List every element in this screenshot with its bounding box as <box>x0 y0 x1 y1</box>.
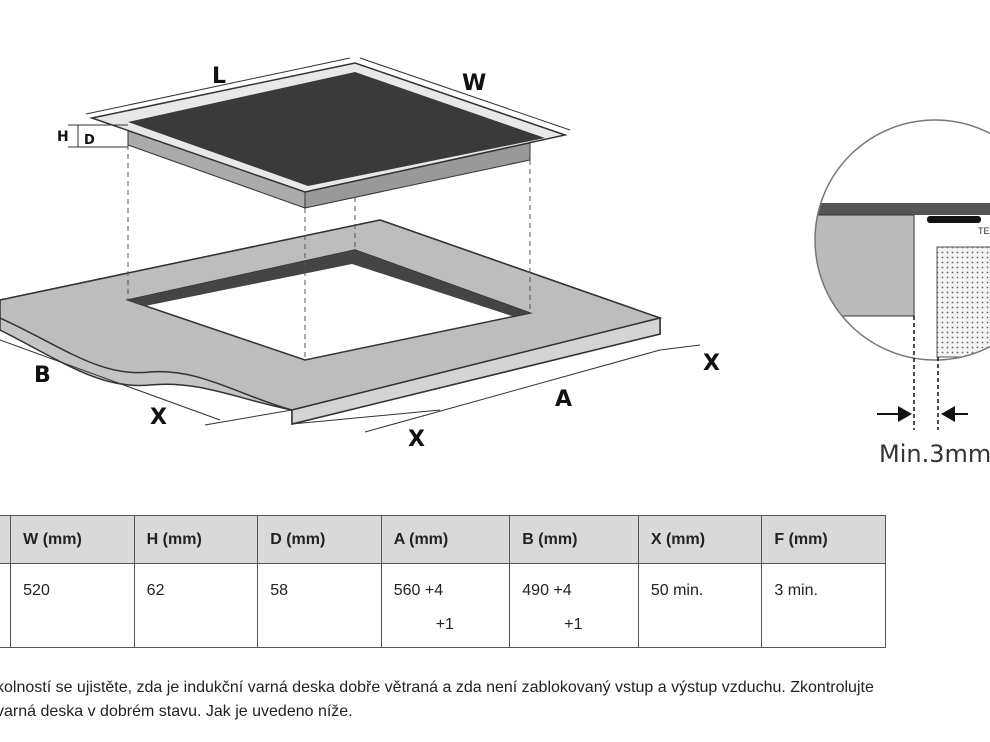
cell-X: 50 min. <box>637 563 763 648</box>
cell-B-tolerance: +1 <box>564 616 583 633</box>
dimensions-table: W (mm) H (mm) D (mm) A (mm) B (mm) X (mm… <box>0 515 886 648</box>
arrow-left-icon <box>941 406 955 422</box>
cell-W: 520 <box>10 563 135 648</box>
header-A: A (mm) <box>380 515 511 564</box>
label-L: L <box>212 64 226 89</box>
paragraph-line-2: varná deska v dobrém stavu. Jak je uvede… <box>0 703 353 720</box>
label-W: W <box>462 71 486 96</box>
header-F: F (mm) <box>761 515 886 564</box>
label-X-left: X <box>150 405 167 430</box>
cell-B-value: 490 +4 <box>522 582 572 599</box>
header-X: X (mm) <box>637 515 763 564</box>
label-X-right: X <box>703 351 720 376</box>
cell-A: 560 +4 +1 <box>380 563 511 648</box>
hob <box>89 62 568 209</box>
header-B: B (mm) <box>509 515 639 564</box>
cell-D: 58 <box>257 563 382 648</box>
cell-F: 3 min. <box>761 563 886 648</box>
cell-A-tolerance: +1 <box>435 616 454 633</box>
countertop <box>0 219 663 425</box>
cell-H: 62 <box>133 563 259 648</box>
label-D: D <box>84 133 95 148</box>
detail-circle: TE Min.3mm <box>814 119 990 468</box>
label-H: H <box>57 129 69 145</box>
cell-B: 490 +4 +1 <box>509 563 639 648</box>
cell-A-value: 560 +4 <box>393 582 444 599</box>
detail-partial-label: TE <box>978 226 990 236</box>
table-row: 520 62 58 560 +4 +1 490 +4 +1 50 min. 3 mi… <box>0 563 886 648</box>
label-B: B <box>34 363 51 388</box>
paragraph-line-1: kolností se ujistěte, zda je indukční va… <box>0 679 874 696</box>
instruction-paragraph: kolností se ujistěte, zda je indukční va… <box>0 676 874 724</box>
installation-diagram: L W H D B A X X X TE Min.3mm <box>0 57 990 468</box>
label-A: A <box>555 387 572 412</box>
header-D: D (mm) <box>257 515 382 564</box>
table-header-row: W (mm) H (mm) D (mm) A (mm) B (mm) X (mm… <box>0 515 886 564</box>
label-X-front: X <box>408 427 425 452</box>
header-H: H (mm) <box>133 515 259 564</box>
min-gap-label: Min.3mm <box>879 440 990 468</box>
arrow-right-icon <box>898 406 912 422</box>
header-W: W (mm) <box>10 515 135 564</box>
